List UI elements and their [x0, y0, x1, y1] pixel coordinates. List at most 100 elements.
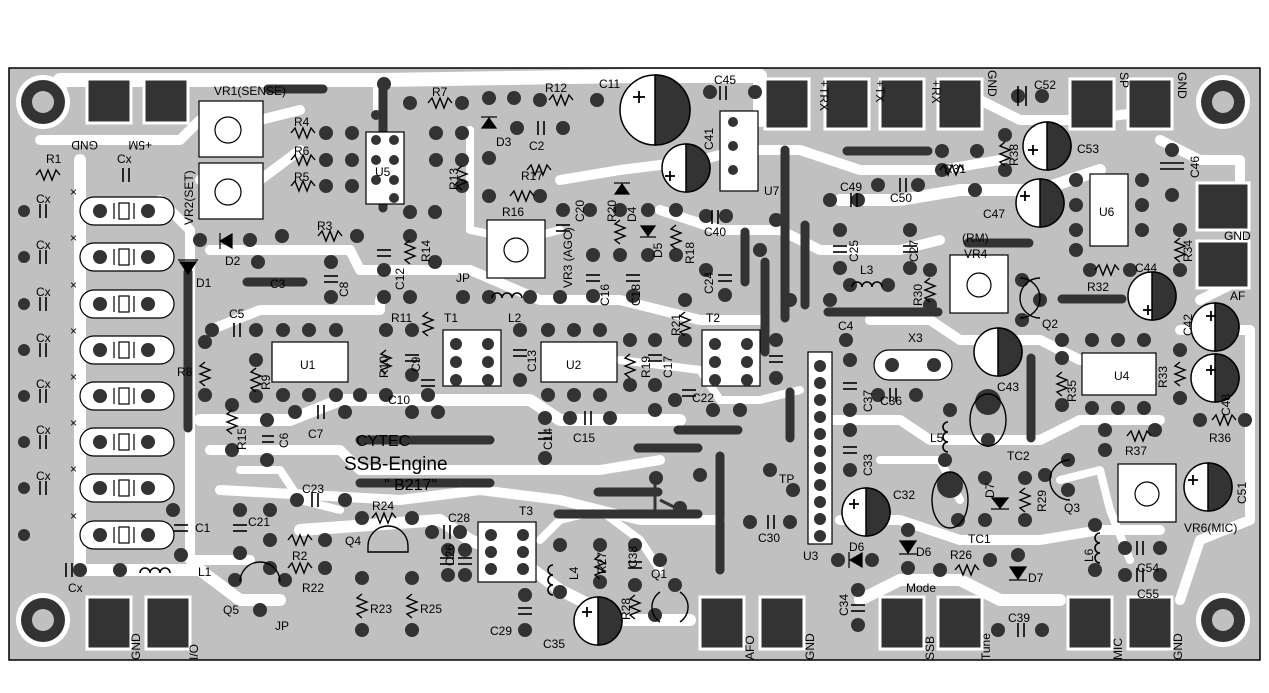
- label-d1: D1: [196, 276, 212, 290]
- label-r25: R25: [420, 602, 442, 616]
- x-mark-7: ×: [70, 462, 77, 476]
- label-t3: T3: [519, 504, 533, 518]
- label-d2: D2: [225, 254, 241, 268]
- label-c8: C8: [337, 281, 351, 297]
- label-c20: C20: [573, 200, 587, 222]
- label-d7a: D7: [983, 482, 997, 498]
- label-c14: C14: [541, 428, 555, 450]
- label-r24: R24: [372, 499, 394, 513]
- pad-label-rx: +RX: [929, 80, 943, 104]
- label-c18: C18: [629, 284, 643, 306]
- label-c47: C47: [983, 207, 1005, 221]
- label-r11: R11: [391, 311, 412, 325]
- label-cx-4: Cx: [36, 331, 51, 345]
- label-c46: C46: [1188, 156, 1202, 178]
- label-c52: C52: [1034, 78, 1056, 92]
- label-q2: Q2: [1042, 317, 1058, 331]
- label-r14: R14: [419, 240, 433, 262]
- label-u4: U4: [1114, 369, 1130, 383]
- label-c38: C38: [626, 546, 640, 568]
- label-r36: R36: [1209, 431, 1231, 445]
- label-c26: C26: [443, 544, 457, 566]
- label-l3: L3: [860, 263, 874, 277]
- label-c9: C9: [409, 356, 423, 372]
- label-r7: R7: [432, 85, 448, 99]
- label-c24: C24: [702, 272, 716, 294]
- label-r23: R23: [370, 602, 392, 616]
- polarity-marks: [582, 91, 1216, 617]
- label-d3: D3: [496, 135, 512, 149]
- label-cx-top: Cx: [117, 152, 132, 166]
- label-c10: C10: [388, 393, 410, 407]
- label-c12: C12: [393, 268, 407, 290]
- mounting-holes: [16, 75, 1250, 647]
- label-c49: C49: [840, 180, 862, 194]
- x-mark-4: ×: [70, 324, 77, 338]
- label-u6: U6: [1099, 205, 1115, 219]
- crystal-filter-bank: [79, 196, 175, 550]
- label-c25: C25: [847, 240, 861, 262]
- label-c35: C35: [543, 637, 565, 651]
- label-r1: R1: [46, 152, 62, 166]
- label-t1: T1: [444, 311, 458, 325]
- crystal-x3: [873, 349, 953, 381]
- label-c3: C3: [270, 277, 286, 291]
- board-title: CYTEC SSB-Engine " B217": [344, 433, 448, 494]
- label-cx-1: Cx: [36, 192, 51, 206]
- label-q4: Q4: [345, 534, 361, 548]
- label-c55: C55: [1137, 587, 1159, 601]
- label-tc1: TC1: [968, 532, 991, 546]
- label-vr3: VR3 (AGC): [561, 227, 575, 288]
- pad-label-gnd-top: GND: [985, 70, 999, 97]
- label-c4: C4: [838, 319, 854, 333]
- label-r32: R32: [1087, 280, 1109, 294]
- label-c51: C51: [1235, 482, 1249, 504]
- electrolytic-capacitors: [573, 74, 1240, 646]
- label-c13: C13: [525, 350, 539, 372]
- pad-label-gnd-bl: GND: [129, 633, 143, 660]
- label-vr6: VR6(MIC): [1184, 521, 1237, 535]
- silkscreen-labels: VR1(SENSE) VR2(SET) VR3 (AGC) VR4 (RM) V…: [36, 73, 1249, 651]
- label-t2: T2: [706, 311, 720, 325]
- label-r6: R6: [294, 144, 310, 158]
- label-x3: X3: [908, 331, 923, 345]
- label-c33: C33: [861, 454, 875, 476]
- label-c43: C43: [997, 380, 1019, 394]
- pad-label-tx: +TX: [873, 80, 887, 102]
- pad-label-gnd-sp: GND: [1175, 72, 1189, 99]
- label-c44: C44: [1135, 261, 1157, 275]
- label-l6: L6: [1082, 548, 1096, 562]
- trimpot-knobs: [214, 116, 1160, 507]
- pad-label-mic: MIC: [1111, 638, 1125, 660]
- inductor-symbols: [139, 281, 1101, 596]
- label-c32: C32: [893, 488, 915, 502]
- label-r2: R2: [292, 549, 308, 563]
- label-r29: R29: [1035, 490, 1049, 512]
- pad-label-gnd-mic: GND: [1171, 633, 1185, 660]
- label-c30: C30: [758, 531, 780, 545]
- label-c15: C15: [573, 431, 595, 445]
- transistor-outlines: [239, 277, 1071, 623]
- pad-label-gnd-afo: GND: [803, 633, 817, 660]
- resistor-symbols: [35, 93, 1237, 620]
- board-title-line1: CYTEC: [356, 433, 410, 450]
- label-c34: C34: [837, 594, 851, 616]
- pad-label-sp: SP: [1117, 72, 1131, 88]
- label-r34: R34: [1181, 240, 1195, 262]
- label-l5: L5: [930, 431, 944, 445]
- label-r12: R12: [545, 81, 567, 95]
- label-c5: C5: [229, 307, 245, 321]
- label-c48: C48: [1219, 394, 1233, 416]
- label-c17: C17: [661, 356, 675, 378]
- label-c11: C11: [599, 77, 620, 91]
- x-mark-8: ×: [70, 509, 77, 523]
- x-mark-6: ×: [70, 416, 77, 430]
- label-c39: C39: [1008, 611, 1030, 625]
- label-cx-3: Cx: [36, 285, 51, 299]
- label-r4: R4: [294, 115, 310, 129]
- label-c50: C50: [890, 191, 912, 205]
- label-q3: Q3: [1064, 501, 1080, 515]
- label-c45: C45: [714, 73, 736, 87]
- label-c16: C16: [598, 284, 612, 306]
- capacitor-symbols: [39, 86, 1184, 637]
